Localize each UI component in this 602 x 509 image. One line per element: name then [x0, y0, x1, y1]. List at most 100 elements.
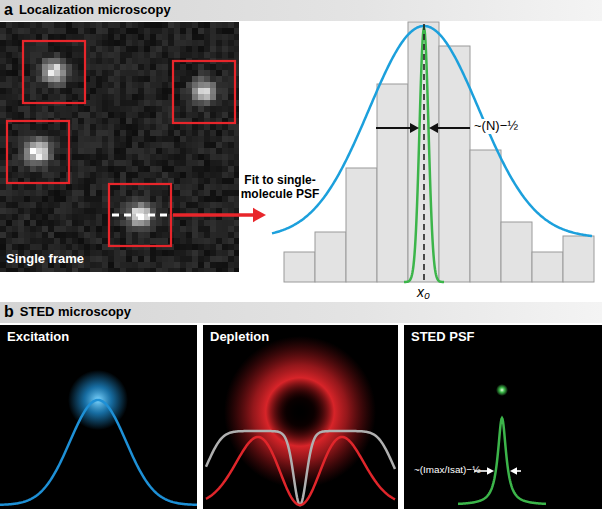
pixel	[180, 94, 186, 100]
pixel	[174, 28, 180, 34]
pixel	[6, 76, 12, 82]
pixel	[198, 178, 204, 184]
pixel	[150, 34, 156, 40]
pixel	[156, 52, 162, 58]
pixel	[174, 94, 180, 100]
pixel	[174, 130, 180, 136]
pixel	[210, 34, 216, 40]
pixel	[234, 232, 239, 238]
pixel	[72, 112, 78, 118]
pixel	[90, 82, 96, 88]
pixel	[66, 208, 72, 214]
pixel	[30, 64, 36, 70]
histogram-bar	[439, 46, 470, 282]
pixel	[102, 226, 108, 232]
pixel	[156, 70, 162, 76]
pixel	[90, 64, 96, 70]
depletion-panel: Depletion	[203, 325, 398, 509]
pixel	[90, 214, 96, 220]
pixel	[228, 166, 234, 172]
pixel	[114, 166, 120, 172]
pixel	[18, 160, 24, 166]
pixel	[192, 208, 198, 214]
pixel	[174, 22, 180, 28]
pixel	[144, 226, 150, 232]
pixel	[6, 88, 12, 94]
pixel	[60, 166, 66, 172]
pixel	[90, 172, 96, 178]
pixel	[234, 190, 239, 196]
pixel	[102, 76, 108, 82]
pixel	[192, 94, 198, 100]
pixel	[204, 52, 210, 58]
pixel	[90, 238, 96, 244]
pixel	[0, 58, 6, 64]
pixel	[54, 196, 60, 202]
pixel	[114, 94, 120, 100]
pixel	[0, 64, 6, 70]
histogram-bar	[408, 22, 439, 282]
pixel	[222, 100, 228, 106]
pixel	[150, 190, 156, 196]
pixel	[60, 130, 66, 136]
pixel	[204, 130, 210, 136]
pixel	[18, 214, 24, 220]
pixel	[210, 166, 216, 172]
pixel	[144, 190, 150, 196]
pixel	[30, 106, 36, 112]
pixel	[78, 112, 84, 118]
pixel	[72, 64, 78, 70]
pixel	[198, 142, 204, 148]
pixel	[174, 64, 180, 70]
pixel	[228, 106, 234, 112]
pixel	[42, 214, 48, 220]
pixel	[108, 262, 114, 268]
pixel	[18, 184, 24, 190]
pixel	[48, 136, 54, 142]
pixel	[108, 106, 114, 112]
pixel	[114, 142, 120, 148]
pixel	[48, 46, 54, 52]
pixel	[36, 214, 42, 220]
pixel	[72, 190, 78, 196]
pixel	[150, 148, 156, 154]
panel-title: STED microscopy	[20, 305, 131, 320]
selection-box	[23, 41, 85, 103]
pixel	[60, 220, 66, 226]
pixel	[0, 22, 6, 28]
pixel	[60, 22, 66, 28]
pixel	[132, 208, 138, 214]
pixel	[42, 238, 48, 244]
pixel	[210, 94, 216, 100]
pixel	[144, 76, 150, 82]
pixel	[156, 22, 162, 28]
pixel	[150, 82, 156, 88]
pixel	[222, 244, 228, 250]
pixel	[108, 22, 114, 28]
pixel	[222, 148, 228, 154]
pixel	[222, 40, 228, 46]
pixel	[120, 166, 126, 172]
pixel	[186, 88, 192, 94]
pixel	[126, 46, 132, 52]
pixel	[210, 88, 216, 94]
pixel	[234, 256, 239, 262]
pixel	[234, 130, 239, 136]
pixel	[222, 184, 228, 190]
pixel	[156, 124, 162, 130]
pixel	[30, 142, 36, 148]
pixel	[174, 52, 180, 58]
pixel	[96, 58, 102, 64]
pixel	[72, 22, 78, 28]
pixel	[6, 82, 12, 88]
pixel	[168, 166, 174, 172]
pixel	[222, 46, 228, 52]
pixel	[228, 196, 234, 202]
pixel	[102, 250, 108, 256]
pixel	[120, 154, 126, 160]
pixel	[36, 46, 42, 52]
pixel	[72, 244, 78, 250]
pixel	[138, 46, 144, 52]
pixel	[162, 58, 168, 64]
pixel	[162, 154, 168, 160]
